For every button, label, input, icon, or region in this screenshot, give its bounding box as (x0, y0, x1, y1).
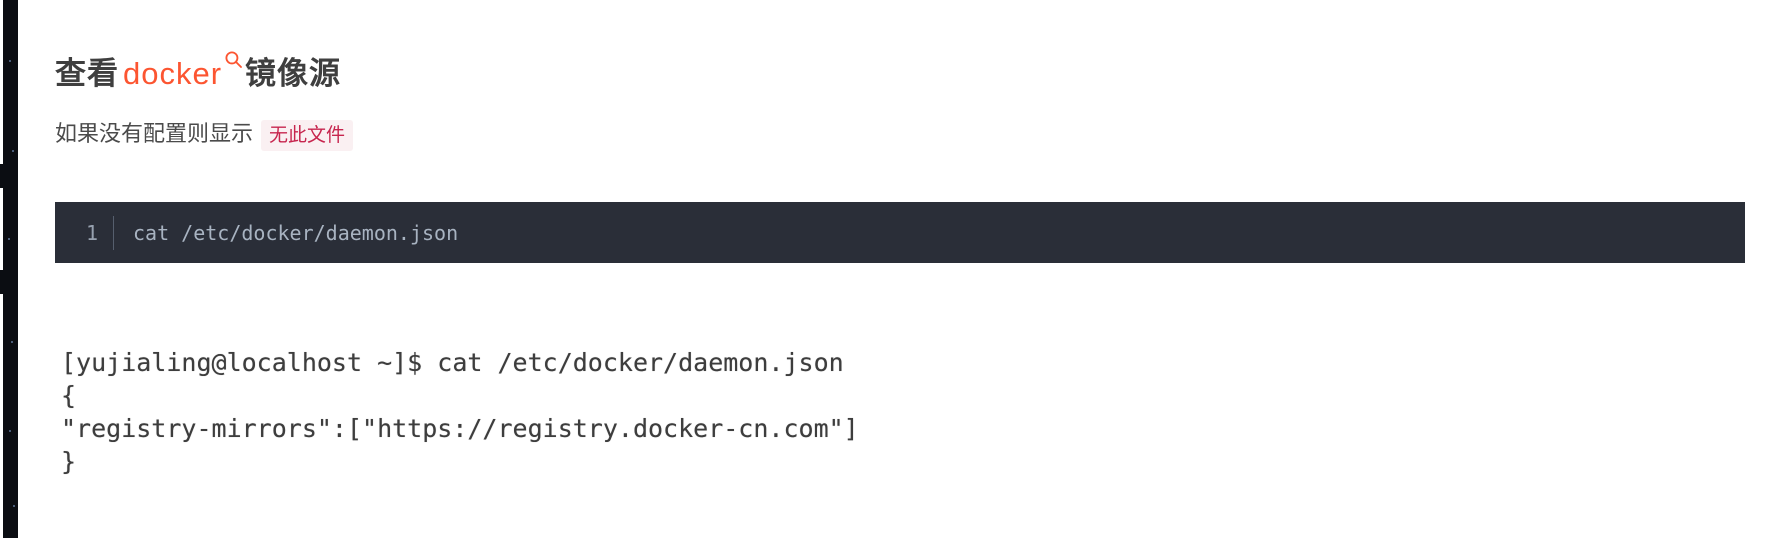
code-gutter-divider (113, 215, 114, 250)
terminal-line: } (61, 447, 77, 476)
terminal-line: "registry-mirrors":["https://registry.do… (61, 414, 859, 443)
code-text: cat /etc/docker/daemon.json (133, 220, 459, 245)
terminal-line: { (61, 381, 77, 410)
terminal-line: [yujialing@localhost ~]$ cat /etc/docker… (61, 348, 844, 377)
background-window-edge (3, 0, 18, 538)
code-line-number: 1 (85, 220, 98, 245)
paragraph-text: 如果没有配置则显示 (55, 121, 254, 146)
heading-suffix: 镜像源 (245, 56, 342, 91)
heading-prefix: 查看 (55, 56, 119, 91)
search-icon[interactable] (224, 50, 243, 69)
code-block: 1 cat /etc/docker/daemon.json (55, 202, 1745, 263)
background-window-edge-tab (0, 270, 18, 294)
keyword-link-docker[interactable]: docker (123, 56, 223, 91)
background-window-edge-tab (0, 164, 18, 188)
terminal-screenshot-image[interactable]: [yujialing@localhost ~]$ cat /etc/docker… (61, 346, 859, 478)
paragraph: 如果没有配置则显示无此文件 (55, 116, 354, 151)
inline-code: 无此文件 (261, 120, 354, 151)
